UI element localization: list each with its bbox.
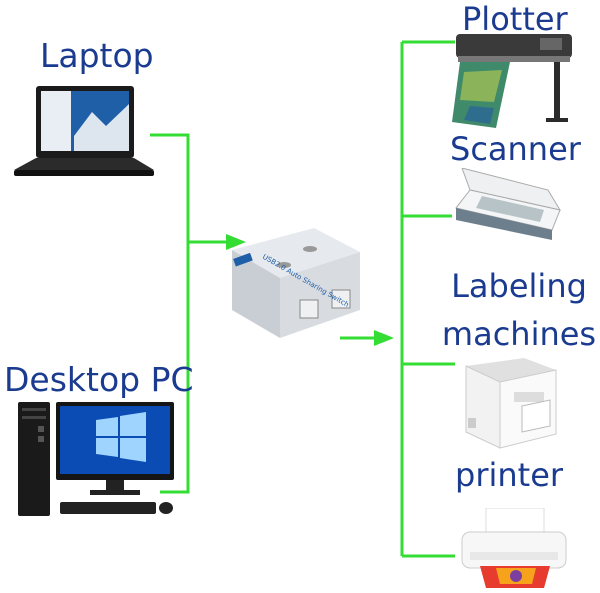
arrow-to-bus [374,330,394,346]
labeling-label-line1: Labeling [451,267,587,305]
desktop-wire [160,242,190,494]
laptop-icon [14,86,154,176]
desktop-pc-label: Desktop PC [4,360,194,399]
laptop-label: Laptop [40,36,154,75]
arrow-into-switch [226,234,246,250]
scanner-label: Scanner [450,130,581,168]
labeling-machines-label: Labeling machines [440,262,598,358]
desktop-pc-icon [18,402,174,516]
label-printer-icon [465,358,557,449]
printer-label: printer [455,456,564,494]
labeling-label-line2: machines [441,315,597,353]
scanner-icon [455,168,562,240]
usb-sharing-switch-icon: USB2.0 Auto Sharing Switch [232,228,360,338]
printer-icon [461,508,567,588]
plotter-label: Plotter [462,0,568,38]
laptop-wire [150,133,228,244]
plotter-icon [452,34,572,128]
